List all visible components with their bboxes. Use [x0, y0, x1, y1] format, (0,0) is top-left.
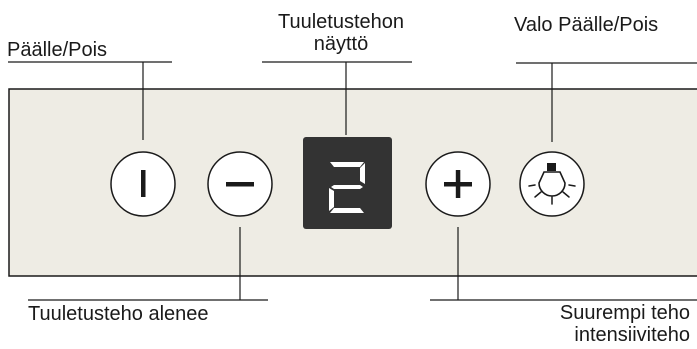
label-display-line1: Tuuletustehon — [277, 11, 404, 33]
leader-power — [8, 61, 172, 140]
label-light: Valo Päälle/Pois — [514, 14, 659, 36]
leader-decrease — [28, 227, 268, 301]
label-decrease: Tuuletusteho alenee — [28, 303, 209, 325]
seven-segment-digit — [329, 162, 365, 213]
fan-level-display — [303, 137, 392, 229]
label-increase-line2: intensiiviteho — [574, 324, 690, 346]
leader-light — [516, 62, 697, 142]
decrease-button[interactable] — [207, 151, 273, 217]
light-button[interactable] — [519, 151, 585, 217]
label-display-line2: näyttö — [313, 33, 369, 55]
minus-icon — [226, 182, 254, 187]
leader-lines — [8, 61, 697, 301]
label-increase: Suurempi teho intensiiviteho — [500, 302, 690, 346]
label-display: Tuuletustehon näyttö — [258, 11, 424, 55]
leader-display — [262, 61, 412, 135]
power-button[interactable] — [110, 151, 176, 217]
label-power: Päälle/Pois — [7, 39, 108, 61]
light-bulb-icon — [528, 163, 576, 205]
leader-increase — [430, 227, 697, 301]
increase-button[interactable] — [425, 151, 491, 217]
label-increase-line1: Suurempi teho — [559, 302, 690, 324]
power-icon — [141, 170, 146, 197]
plus-icon — [444, 170, 472, 198]
